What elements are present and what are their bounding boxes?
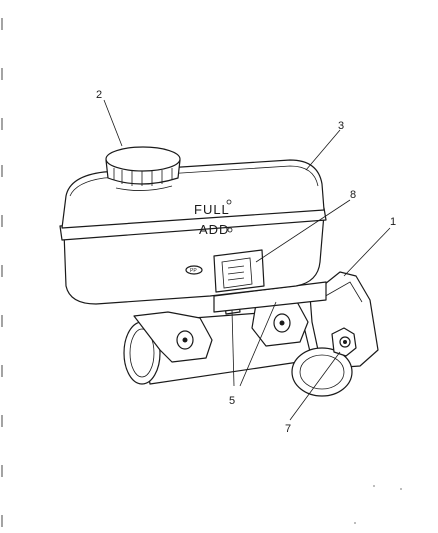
callouts: 2 3 8 1 5 7 [96,89,396,435]
callout-1: 1 [390,216,396,228]
scan-specks [354,485,402,524]
master-cylinder-body [123,271,379,397]
reservoir-add-mark: ADD [199,222,229,237]
callout-5: 5 [229,395,235,407]
callout-7: 7 [285,423,291,435]
callout-2: 2 [96,89,102,101]
reservoir-badge: PP [190,268,197,274]
leader-lines [103,99,391,421]
callout-3: 3 [338,120,344,132]
fluid-reservoir: PP FULL ADD [59,146,327,305]
reservoir-full-mark: FULL [194,202,230,217]
callout-8: 8 [350,189,356,201]
